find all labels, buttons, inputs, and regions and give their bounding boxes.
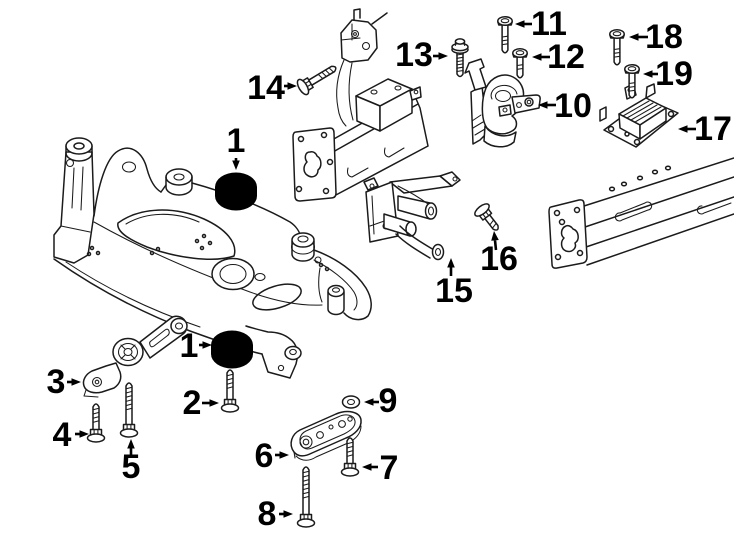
bolt-12-art xyxy=(512,47,528,79)
callout-6-support-bracket[interactable]: 6 xyxy=(255,437,289,475)
bolt-14-art xyxy=(296,65,337,96)
bolt-11-art xyxy=(497,15,513,54)
arrowhead-icon xyxy=(232,160,240,170)
washer-art xyxy=(341,395,361,409)
arrowhead-icon xyxy=(447,258,455,268)
arrowhead-icon xyxy=(678,125,688,133)
arrowhead-icon xyxy=(209,399,219,407)
bolt-13-art xyxy=(451,38,469,78)
bolt-2-art xyxy=(220,369,240,413)
mount-bushing-lower-art xyxy=(211,330,253,369)
arrowhead-icon xyxy=(79,430,89,438)
bolt-5-art xyxy=(119,382,139,438)
callout-number-label: 5 xyxy=(122,448,141,486)
callout-14-bolt[interactable]: 14 xyxy=(247,69,297,107)
right-frame-rail-art xyxy=(548,157,734,269)
callout-19-bolt[interactable]: 19 xyxy=(643,55,693,93)
callout-5-bolt[interactable]: 5 xyxy=(122,439,141,486)
callout-number-label: 3 xyxy=(47,363,66,401)
arrowhead-icon xyxy=(532,53,542,61)
bolt-8-art xyxy=(296,466,316,528)
arrowhead-icon xyxy=(438,52,448,60)
callout-number-label: 8 xyxy=(258,495,277,533)
callout-number-label: 1 xyxy=(180,327,199,365)
callout-3-torque-arm[interactable]: 3 xyxy=(47,363,81,401)
mount-bushing-top-art xyxy=(215,172,257,211)
arrowhead-icon xyxy=(287,82,297,90)
callout-16-bolt[interactable]: 16 xyxy=(480,231,518,278)
callout-number-label: 14 xyxy=(247,69,285,107)
bolt-18-art xyxy=(609,28,625,66)
torque-arm-art xyxy=(82,315,188,398)
pendulum-support-bracket-art xyxy=(290,410,362,461)
callout-number-label: 9 xyxy=(379,382,398,420)
callout-1-engine-mount-bushing-top[interactable]: 1 xyxy=(227,122,246,170)
arrowhead-icon xyxy=(629,33,639,41)
callout-number-label: 1 xyxy=(227,122,246,160)
bolts-art xyxy=(86,15,640,528)
bolt-16-art xyxy=(474,203,499,231)
arrowhead-icon xyxy=(127,439,135,449)
callout-1-engine-mount-bushing-lower[interactable]: 1 xyxy=(180,327,212,365)
callout-number-label: 6 xyxy=(255,437,274,475)
arrowhead-icon xyxy=(364,398,374,406)
callout-17-transmission-mount[interactable]: 17 xyxy=(678,110,732,148)
callout-number-label: 12 xyxy=(547,38,585,76)
callout-10-engine-mount[interactable]: 10 xyxy=(538,87,592,125)
bolt-19-art xyxy=(624,63,640,99)
callout-18-bolt[interactable]: 18 xyxy=(629,18,683,56)
callout-number-label: 18 xyxy=(645,18,683,56)
callout-number-label: 10 xyxy=(554,87,592,125)
engine-mount-art xyxy=(464,58,541,148)
callout-number-label: 2 xyxy=(183,384,202,422)
transmission-mount-art xyxy=(599,83,679,148)
arrowhead-icon xyxy=(283,510,293,518)
callout-number-label: 16 xyxy=(480,240,518,278)
callout-number-label: 4 xyxy=(53,416,72,454)
callout-12-bolt[interactable]: 12 xyxy=(532,38,585,76)
callout-8-bolt[interactable]: 8 xyxy=(258,495,293,533)
callout-9-washer[interactable]: 9 xyxy=(364,382,397,420)
callout-number-label: 13 xyxy=(395,36,433,74)
callout-13-stud-bolt[interactable]: 13 xyxy=(395,36,448,74)
callout-11-bolt[interactable]: 11 xyxy=(515,5,567,43)
arrowhead-icon xyxy=(202,341,212,349)
arrowhead-icon xyxy=(71,378,81,386)
callout-2-bolt[interactable]: 2 xyxy=(183,384,219,422)
arrowhead-icon xyxy=(279,451,289,459)
arrowhead-icon xyxy=(491,231,499,241)
callout-7-bolt[interactable]: 7 xyxy=(362,449,398,487)
callout-15-engine-bracket[interactable]: 15 xyxy=(435,258,473,310)
callout-4-bolt[interactable]: 4 xyxy=(53,416,89,454)
callout-number-label: 15 xyxy=(435,272,473,310)
engine-support-bracket-art xyxy=(363,171,461,261)
bolt-4-art xyxy=(86,403,106,443)
arrowhead-icon xyxy=(362,463,372,471)
bolt-7-art xyxy=(340,437,360,477)
callout-number-label: 7 xyxy=(380,449,399,487)
callout-number-label: 19 xyxy=(655,55,693,93)
callout-number-label: 11 xyxy=(531,5,567,43)
arrowhead-icon xyxy=(643,70,653,78)
arrowhead-icon xyxy=(538,101,548,109)
left-engine-rail-art xyxy=(292,8,429,202)
arrowhead-icon xyxy=(515,20,525,28)
callout-number-label: 17 xyxy=(694,110,732,148)
